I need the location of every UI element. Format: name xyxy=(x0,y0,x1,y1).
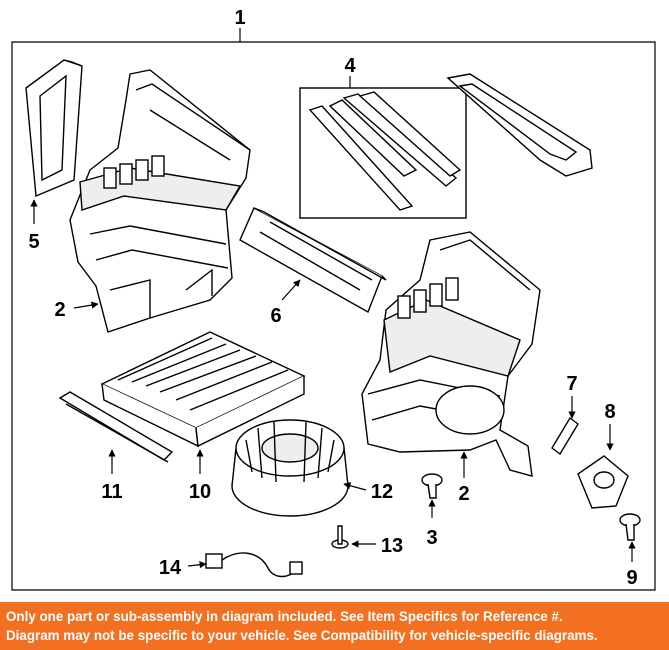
callout-arrow-12 xyxy=(343,482,367,491)
wire-harness-part xyxy=(205,552,303,578)
gasket-part xyxy=(446,73,593,177)
callout-11: 11 xyxy=(101,481,122,503)
callout-arrow-2-left xyxy=(73,301,99,309)
callout-13: 13 xyxy=(381,535,403,557)
sensor-part xyxy=(551,416,579,456)
screw-13-part xyxy=(331,525,349,549)
resistor-strip-part xyxy=(58,391,174,463)
callout-14: 14 xyxy=(159,557,182,579)
screw-9-part xyxy=(619,513,641,541)
parts-diagram: 1 2 2 3 4 5 6 7 8 9 10 11 12 13 14 xyxy=(11,7,656,591)
disclaimer-banner: Only one part or sub-assembly in diagram… xyxy=(0,602,669,650)
hvac-housing-right xyxy=(361,231,541,477)
disclaimer-line-1: Only one part or sub-assembly in diagram… xyxy=(6,609,563,624)
callout-arrow-6 xyxy=(281,279,301,301)
callout-2-right: 2 xyxy=(458,483,469,505)
assembly-frame xyxy=(11,41,656,591)
callout-7: 7 xyxy=(566,373,577,395)
disclaimer-line-2: Diagram may not be specific to your vehi… xyxy=(6,628,598,643)
filter-frame-part xyxy=(25,59,83,198)
callout-2-left: 2 xyxy=(54,299,65,321)
duct-part xyxy=(239,207,387,314)
actuator-part xyxy=(577,455,629,509)
blower-fan-part xyxy=(231,419,349,517)
callout-6: 6 xyxy=(270,305,281,327)
callout-8: 8 xyxy=(604,401,615,423)
callout-12: 12 xyxy=(371,481,393,503)
callout-1: 1 xyxy=(234,7,245,29)
callout-4: 4 xyxy=(344,55,356,77)
screw-3-part xyxy=(421,473,443,499)
callout-5: 5 xyxy=(28,231,39,253)
callout-3: 3 xyxy=(426,527,437,549)
callout-9: 9 xyxy=(626,567,637,589)
seal-kit-part xyxy=(299,87,467,219)
evaporator-core-part xyxy=(100,331,306,448)
callout-arrow-14 xyxy=(187,561,207,569)
callout-10: 10 xyxy=(189,481,211,503)
hvac-housing-left xyxy=(69,69,251,333)
